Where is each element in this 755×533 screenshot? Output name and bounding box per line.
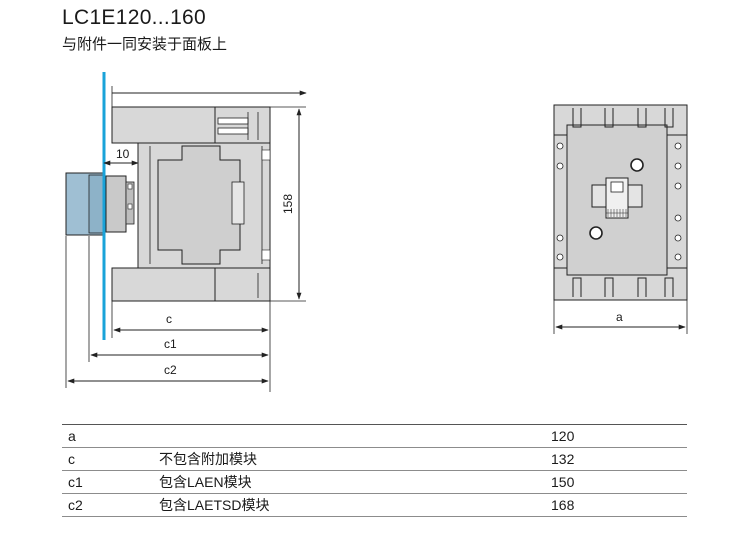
accessory-module — [65, 172, 135, 236]
row-value: 168 — [539, 493, 687, 517]
table-row: c 不包含附加模块 132 — [62, 447, 687, 471]
page-title: LC1E120...160 — [62, 6, 207, 29]
terminal-clamps-top — [572, 108, 674, 128]
front-view: a — [553, 104, 688, 334]
row-symbol: a — [62, 424, 153, 448]
dim-a: a — [553, 300, 688, 334]
terminal-clamps-bottom — [572, 277, 674, 297]
row-value: 132 — [539, 447, 687, 471]
row-value: 120 — [539, 424, 687, 448]
dim-158: 158 — [270, 106, 306, 302]
dim-10-label: 10 — [116, 147, 130, 161]
page-subtitle: 与附件一同安装于面板上 — [62, 36, 228, 53]
central-actuator — [591, 177, 643, 219]
row-symbol: c — [62, 447, 153, 471]
mounting-hole-bottom — [589, 226, 603, 240]
row-description: 包含LAETSD模块 — [153, 493, 539, 517]
dim-c1: c1 — [90, 337, 269, 358]
contactor-body — [111, 106, 271, 302]
row-value: 150 — [539, 470, 687, 494]
table-row: c2 包含LAETSD模块 168 — [62, 493, 687, 517]
row-symbol: c1 — [62, 470, 153, 494]
dim-10: 10 — [103, 147, 139, 166]
dim-c-label: c — [166, 312, 172, 326]
dim-c1-label: c1 — [164, 337, 177, 351]
dim-a-label: a — [616, 310, 623, 324]
technical-drawing: 10 158 c c1 c2 — [65, 72, 688, 392]
side-screws — [556, 142, 682, 261]
row-description — [153, 424, 539, 448]
dim-c2: c2 — [67, 363, 269, 384]
dim-158-label: 158 — [281, 194, 295, 214]
dim-c2-label: c2 — [164, 363, 177, 377]
side-view: 10 158 c c1 c2 — [65, 72, 307, 392]
table-row: c1 包含LAEN模块 150 — [62, 470, 687, 494]
mounting-hole-top — [630, 158, 644, 172]
row-description: 不包含附加模块 — [153, 447, 539, 471]
table-row: a 120 — [62, 424, 687, 448]
row-description: 包含LAEN模块 — [153, 470, 539, 494]
dim-c: c — [113, 312, 269, 333]
row-symbol: c2 — [62, 493, 153, 517]
dimension-table: a 120 c 不包含附加模块 132 c1 包含LAEN模块 150 c2 包… — [62, 424, 687, 517]
